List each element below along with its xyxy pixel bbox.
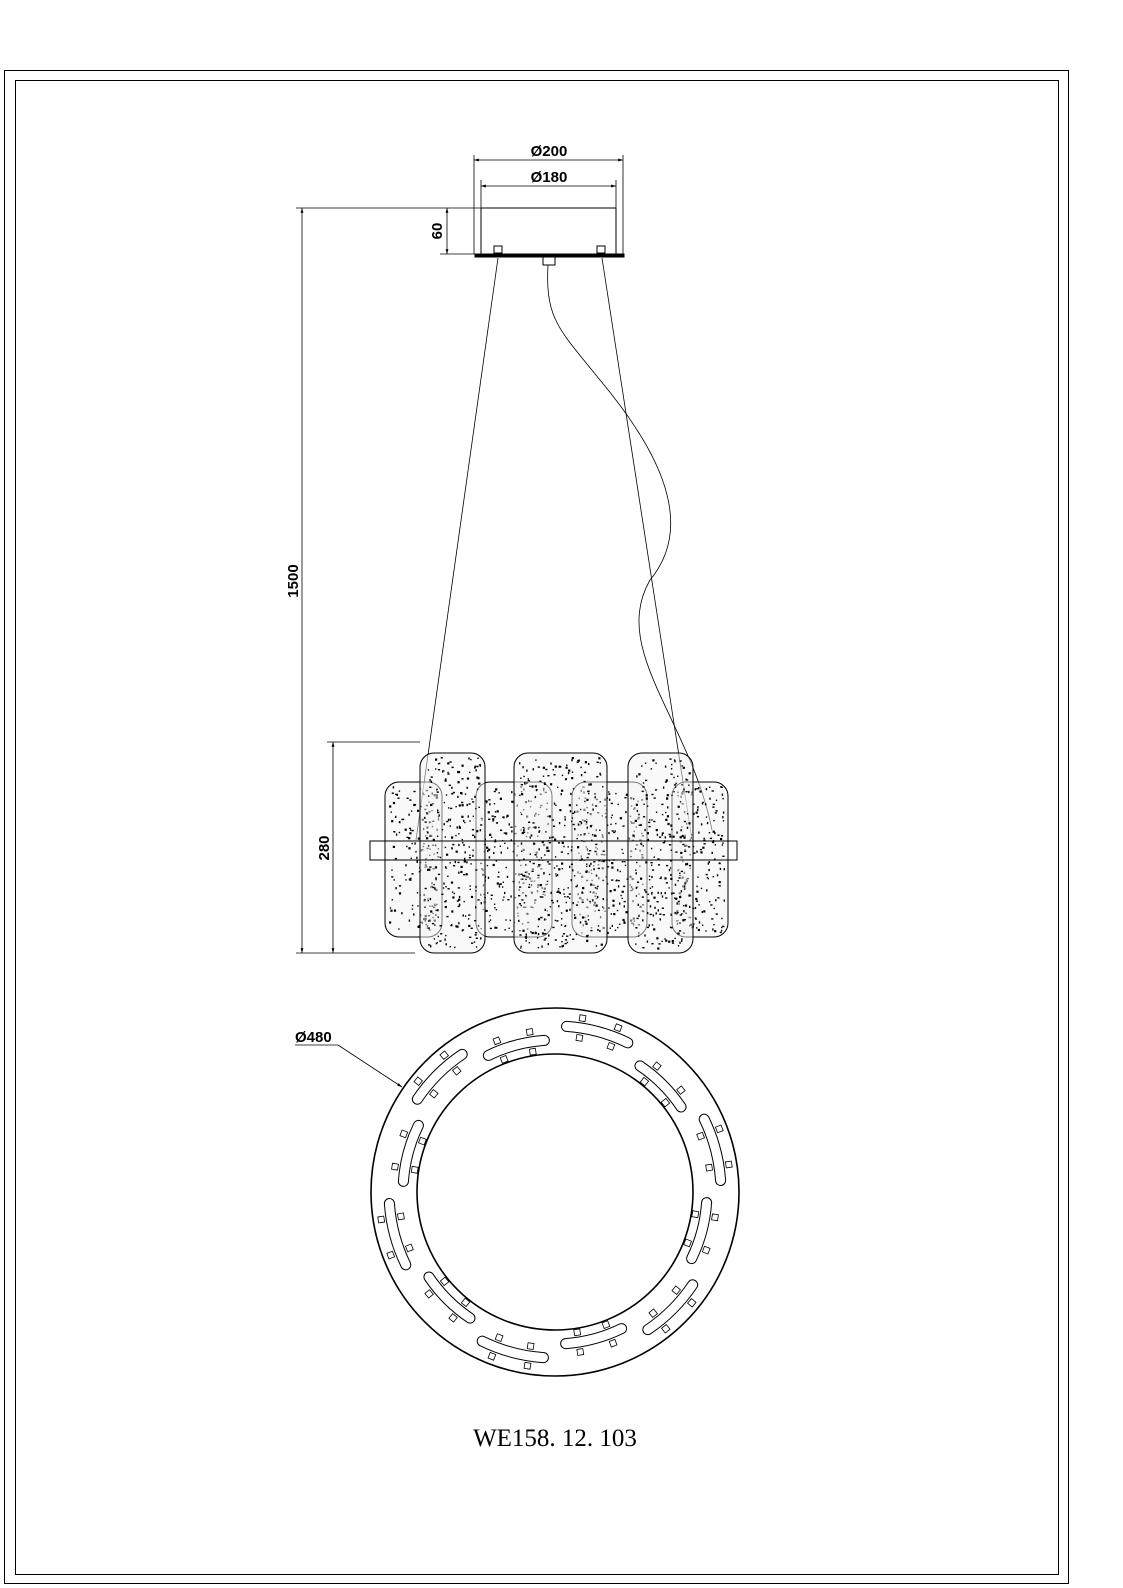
shade-diameter-label: Ø480	[295, 1029, 332, 1046]
total-height-label: 1500	[285, 564, 302, 597]
mounting-bar	[369, 840, 738, 861]
canopy-outer-diameter-label: Ø200	[531, 143, 568, 160]
tall-crystal-panel	[419, 752, 486, 954]
tall-crystal-panel	[513, 752, 608, 954]
ring-slot	[642, 1279, 699, 1336]
canopy-inner-diameter-label: Ø180	[531, 169, 568, 186]
ring-slot	[683, 1197, 719, 1265]
dimension-lines	[295, 155, 624, 1088]
ring-slot	[411, 1048, 468, 1105]
model-number: WE158. 12. 103	[473, 1425, 637, 1452]
outer-frame	[4, 70, 1069, 1584]
canopy-height-label: 60	[429, 223, 446, 240]
ring-slot	[391, 1119, 427, 1187]
shade-height-label: 280	[316, 835, 333, 860]
ring-slot	[476, 1333, 549, 1370]
ring-slot	[423, 1271, 476, 1324]
canopy	[474, 207, 625, 266]
crystal-panels	[369, 752, 738, 954]
ring-slot	[634, 1060, 687, 1113]
ring-slot	[561, 1014, 634, 1051]
ring-slot	[560, 1320, 628, 1356]
ring-slot	[696, 1113, 733, 1186]
ring-slot	[482, 1028, 550, 1064]
ring-top-view	[370, 1007, 740, 1377]
ring-slot	[377, 1198, 414, 1271]
inner-frame	[15, 80, 1059, 1575]
suspension-wires	[415, 257, 713, 841]
tall-crystal-panel	[627, 752, 694, 954]
